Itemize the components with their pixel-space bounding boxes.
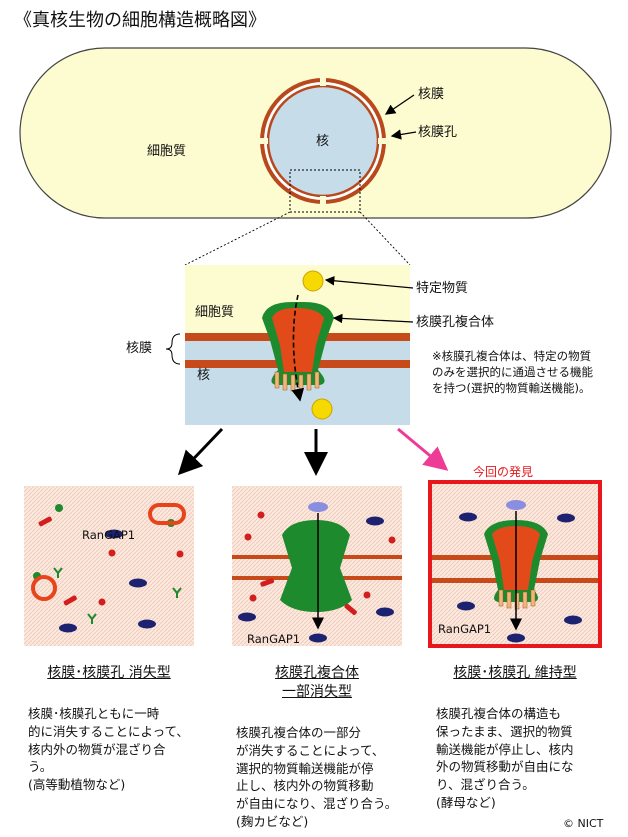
discovery-label: 今回の発見: [473, 465, 534, 479]
nucleus-label: 核: [316, 134, 330, 149]
pore-complex-callout-arrow: [332, 313, 414, 324]
panel-3-description: 核膜孔複合体の構造も 保ったまま、選択的物質 輸送機能が停止し、核内 外の物質移…: [436, 706, 574, 810]
nuclear-pore-label: 核膜孔: [418, 125, 458, 140]
cytoplasm-label: 細胞質: [147, 144, 187, 159]
panel-3-caption: 核膜･核膜孔 維持型: [453, 665, 577, 681]
panel-1-caption: 核膜･核膜孔 消失型: [47, 665, 171, 681]
nuclear-pore-left: [256, 138, 268, 144]
pore-callout-arrow: [390, 129, 417, 140]
pore-complex-zoom: [262, 302, 334, 392]
diagram-title: 《真核生物の細胞構造概略図》: [14, 10, 266, 31]
zoom-nucleus-label: 核: [197, 368, 211, 383]
panel-2-description: 核膜孔複合体の一部分 が消失することによって、 選択的物質輸送機能が停 止し、核…: [236, 725, 398, 829]
nuclear-pore-right: [378, 138, 390, 144]
zoom-line-right: [359, 211, 411, 266]
selective-transport-note: ※核膜孔複合体は、特定の物質 のみを選択的に通過させる機能 を持つ(選択的物質輸…: [432, 349, 593, 395]
substance-callout-arrow: [324, 275, 414, 289]
nuclear-pore-bottom: [320, 196, 326, 208]
specific-substance-label: 特定物質: [416, 281, 469, 296]
zoom-cytoplasm-label: 細胞質: [195, 305, 235, 320]
panel-2-caption: 核膜孔複合体 一部消失型: [275, 665, 359, 700]
membrane-callout-arrow: [384, 94, 415, 115]
panel-2-rangap1-label: RanGAP1: [247, 632, 301, 646]
panel-pore-complex-partial-loss: [232, 486, 402, 646]
zoom-membrane-label: 核膜: [126, 341, 153, 356]
panel-pore-maintained: [428, 480, 602, 648]
nuclear-membrane-label: 核膜: [418, 87, 445, 102]
panel-membrane-lost: [24, 486, 194, 646]
substance-bottom: [311, 398, 333, 420]
membrane-brace: [165, 333, 181, 365]
panel-3-rangap1-label: RanGAP1: [438, 622, 492, 636]
substance-top: [302, 270, 324, 292]
panel-1-description: 核膜･核膜孔ともに一時 的に消失することによって、 核内外の物質が混ざり合 う。…: [28, 706, 189, 792]
copyright-notice: © NICT: [563, 817, 604, 830]
zoom-line-left: [184, 211, 291, 266]
arrow-to-panel-1: [177, 427, 224, 476]
panel-1-rangap1-label: RanGAP1: [82, 528, 136, 542]
arrow-to-panel-3: [397, 427, 449, 471]
transport-path-arrow: [291, 294, 305, 402]
nuclear-pore-top: [320, 74, 326, 86]
pore-complex-label: 核膜孔複合体: [416, 315, 495, 330]
